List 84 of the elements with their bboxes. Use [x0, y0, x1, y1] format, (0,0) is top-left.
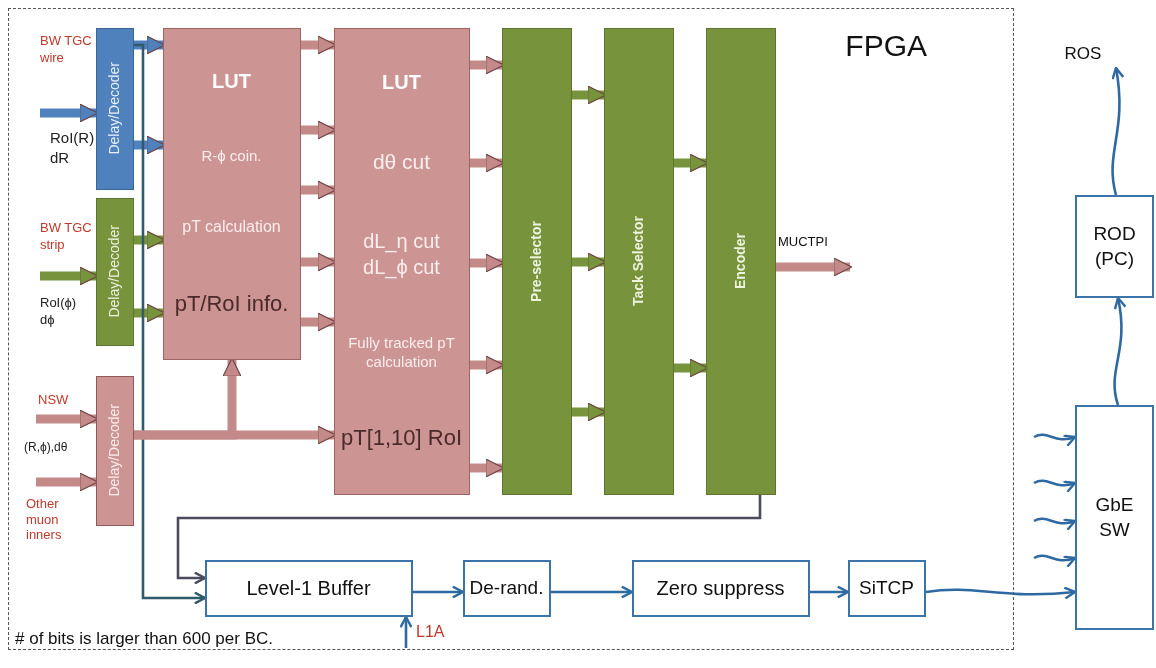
process-box: [204, 559, 413, 617]
block-label: Delay/Decoder: [105, 62, 124, 155]
block-label: R-ϕ coin.: [201, 146, 262, 166]
signal-label: Other muon inners: [26, 496, 63, 543]
block-label: Tack Selector: [629, 216, 648, 306]
arrow: [36, 472, 99, 492]
block-label: pT[1,10] RoI: [340, 424, 463, 453]
block-label: dL_η cut dL_ϕ cut: [362, 228, 441, 280]
arrow: [176, 495, 762, 585]
signal-label: (R,ϕ),dθ: [24, 440, 68, 456]
process-box: [847, 559, 926, 617]
arrow: [134, 35, 166, 55]
selector-block: [603, 27, 674, 495]
block-label: pT calculation: [182, 217, 281, 238]
arrow: [134, 43, 207, 605]
block-title: LUT: [212, 69, 251, 95]
output-label: ROS: [1055, 40, 1111, 68]
note-text: # of bits is larger than 600 per BC.: [15, 628, 273, 650]
arrow: [1033, 433, 1077, 447]
signal-label: RoI(ϕ) dϕ: [40, 295, 78, 329]
arrow: [776, 257, 853, 277]
arrow: [470, 458, 505, 478]
arrow: [572, 85, 607, 105]
block-label: Zero suppress: [656, 576, 785, 601]
signal-label: RoI(R) dR: [50, 128, 95, 167]
arrow: [301, 180, 337, 200]
block-label: GbE SW: [1094, 492, 1135, 542]
arrow: [413, 585, 465, 599]
process-box: [631, 559, 810, 617]
decoder-block: [95, 197, 134, 346]
arrow: [1033, 554, 1077, 568]
arrow: [572, 252, 607, 272]
encoder-block: [705, 27, 776, 495]
arrow: [470, 355, 505, 375]
arrow: [1033, 479, 1077, 493]
arrow: [399, 615, 413, 648]
process-box: [1075, 195, 1154, 298]
arrow: [301, 312, 337, 332]
arrow: [674, 358, 709, 378]
arrow: [40, 103, 99, 123]
decoder-block: [95, 27, 134, 190]
signal-label: BW TGC strip: [40, 220, 93, 254]
block-label: Delay/Decoder: [105, 404, 124, 497]
arrow: [1113, 296, 1127, 406]
process-box: [462, 559, 551, 617]
fpga-boundary: [8, 8, 1014, 650]
selector-block: [501, 27, 572, 495]
region-title: FPGA: [845, 29, 927, 63]
arrow: [134, 230, 166, 250]
block-label: SiTCP: [859, 575, 914, 600]
arrow: [572, 402, 607, 422]
signal-label: BW TGC wire: [40, 33, 93, 67]
block-label: ROD (PC): [1092, 221, 1137, 271]
switch-box: [1075, 405, 1154, 630]
block-label: Delay/Decoder: [105, 225, 124, 318]
block-label: dθ cut: [372, 148, 431, 175]
arrow: [36, 409, 99, 429]
arrow: [134, 303, 166, 323]
arrow: [674, 153, 709, 173]
arrow: [470, 153, 505, 173]
decoder-block: [95, 375, 134, 526]
arrow: [134, 135, 166, 155]
arrow: [551, 585, 634, 599]
arrow: [470, 55, 505, 75]
block-label: Fully tracked pT calculation: [347, 332, 456, 372]
arrow: [1111, 66, 1125, 196]
arrow: [810, 585, 850, 599]
arrow: [301, 120, 337, 140]
arrow: [470, 253, 505, 273]
arrow: [301, 35, 337, 55]
arrow: [301, 252, 337, 272]
signal-label: NSW: [38, 392, 69, 409]
arrow: [925, 586, 1077, 600]
arrow: [40, 266, 99, 286]
arrow: [1033, 517, 1077, 531]
lut-block: [333, 27, 470, 495]
block-label: Encoder: [731, 233, 750, 289]
arrow: [134, 357, 242, 440]
block-label: Level-1 Buffer: [246, 576, 371, 601]
block-label: Pre-selector: [527, 220, 546, 302]
lut-block: [162, 27, 301, 360]
block-label: pT/RoI info.: [174, 289, 289, 318]
block-label: De-rand.: [469, 575, 544, 600]
block-title: LUT: [382, 69, 421, 95]
